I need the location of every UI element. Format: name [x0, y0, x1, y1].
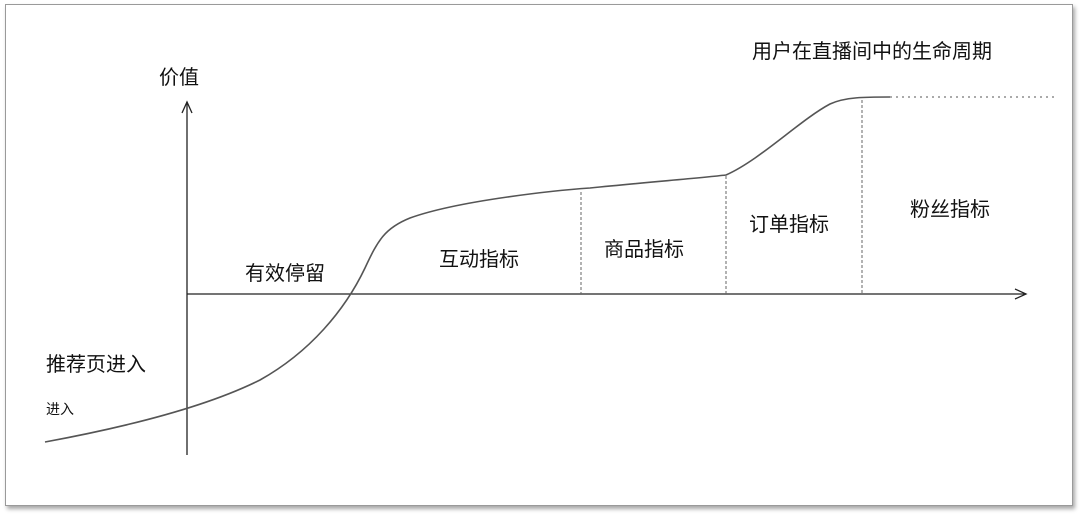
x-axis-arrow: [1014, 288, 1028, 300]
stage-label-order: 订单指标: [749, 212, 829, 236]
stage-label-product: 商品指标: [604, 237, 684, 261]
diagram-title: 用户在直播间中的生命周期: [752, 39, 992, 63]
entry-label: 推荐页进入: [46, 352, 146, 376]
stage-label-stay: 有效停留: [245, 261, 325, 285]
entry-sub-label: 进入: [46, 402, 74, 418]
stage-label-fans: 粉丝指标: [910, 197, 990, 221]
diagram-frame: [5, 4, 1073, 506]
stage-label-interaction: 互动指标: [439, 247, 519, 271]
lifecycle-curve: [44, 96, 891, 443]
y-axis-arrow: [181, 100, 193, 114]
y-axis-label: 价值: [159, 65, 199, 89]
